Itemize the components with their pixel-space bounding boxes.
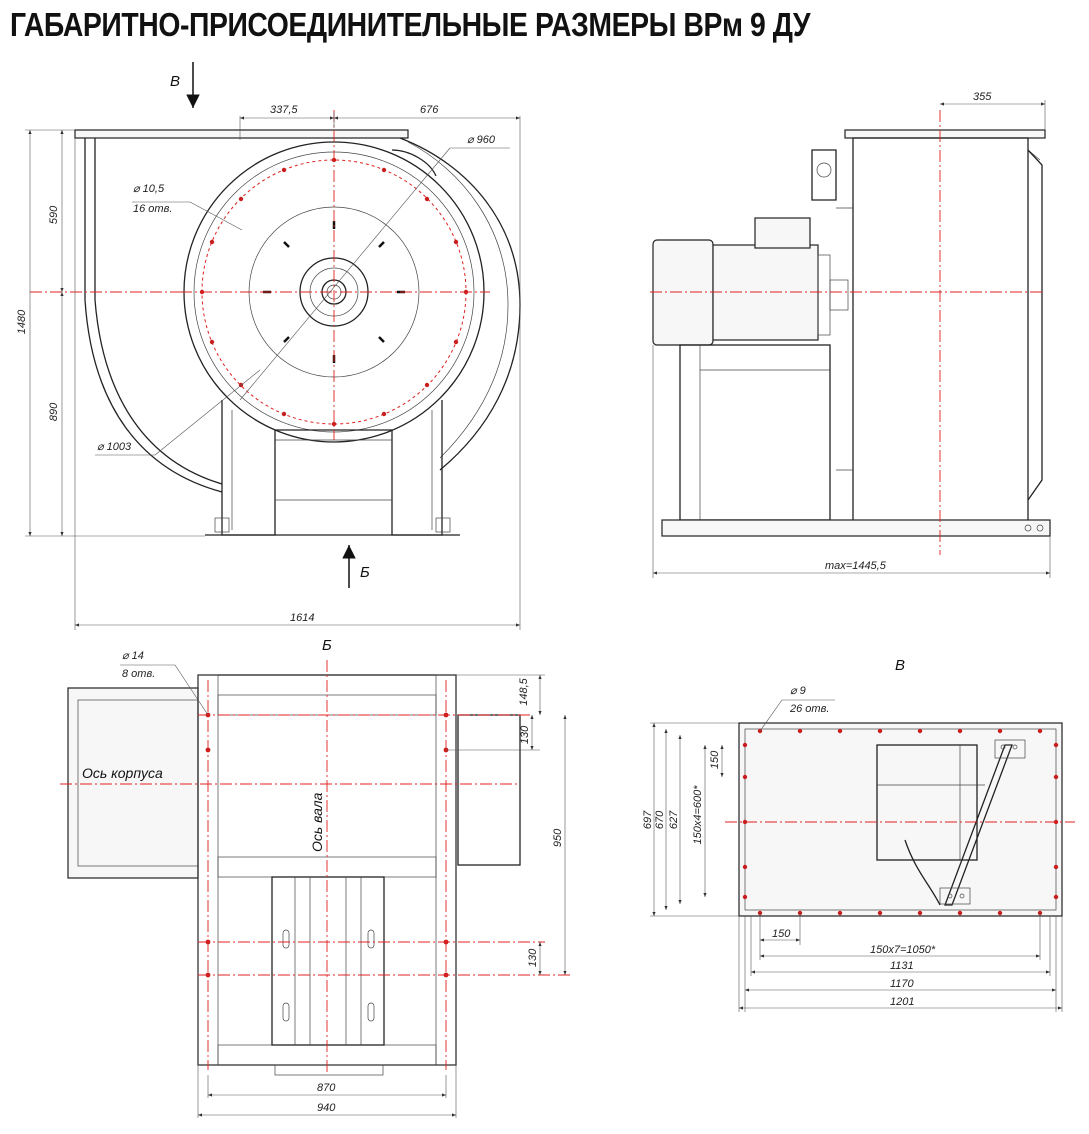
- volute-tongue: [391, 149, 437, 177]
- motor-terminal-box: [754, 217, 811, 249]
- flange-holes-dia: ⌀ 9: [790, 685, 806, 697]
- dim-590: 590: [48, 205, 60, 224]
- outlet-flange-plate: [74, 129, 409, 139]
- dim-130-top: 130: [519, 725, 531, 744]
- dim-holes-dia: ⌀ 10,5: [133, 183, 165, 195]
- dim-130-bottom: 130: [527, 948, 539, 967]
- dim-676: 676: [420, 104, 439, 116]
- motor-support-frame: [679, 344, 831, 521]
- dim-max-1445-5: max=1445,5: [825, 560, 887, 572]
- motor-fan-cover: [652, 239, 714, 346]
- motor-rails: [271, 876, 385, 1046]
- dim-870: 870: [317, 1082, 336, 1094]
- bottom-view: Б Ось корпуса: [60, 637, 570, 1118]
- bottom-outlet-flange: [67, 687, 199, 879]
- dim-dia-960: ⌀ 960: [467, 134, 496, 146]
- dim-150-vertical: 150: [709, 750, 721, 769]
- dim-355: 355: [973, 91, 992, 103]
- page-title: ГАБАРИТНО-ПРИСОЕДИНИТЕЛЬНЫЕ РАЗМЕРЫ ВРм …: [10, 6, 811, 43]
- dim-148-5: 148,5: [518, 677, 530, 705]
- flange-impeller-view: [876, 744, 978, 861]
- volute-left-inner: [94, 138, 223, 485]
- side-base-plate: [661, 519, 1051, 537]
- bottom-holes-dia: ⌀ 14: [122, 650, 144, 662]
- dim-150x4-600: 150х4=600*: [692, 785, 704, 845]
- side-view: 355 max=1445,5: [650, 91, 1051, 578]
- flange-view-label: В: [895, 657, 905, 674]
- dim-1170: 1170: [890, 978, 915, 990]
- dim-670: 670: [654, 810, 666, 829]
- dim-697: 697: [642, 810, 654, 829]
- dim-627: 627: [668, 810, 680, 829]
- view-b-arrow-label: В: [170, 73, 180, 90]
- side-casing: [852, 137, 1029, 524]
- flange-holes-count: 26 отв.: [789, 703, 829, 715]
- dim-1201: 1201: [890, 996, 914, 1008]
- dim-150-horizontal: 150: [772, 928, 791, 940]
- dim-1131: 1131: [890, 960, 914, 972]
- side-lifting-lug: [811, 149, 837, 201]
- volute-left-wall: [84, 138, 223, 493]
- flange-holes: [742, 728, 1059, 916]
- flange-holes: [199, 157, 469, 427]
- dim-337-5: 337,5: [270, 104, 298, 116]
- axis-shaft-label: Ось вала: [309, 792, 325, 852]
- front-view: В Б 337,5 676 ⌀ 960 ⌀ 10,5 16 отв. ⌀ 100…: [16, 62, 521, 630]
- flange-view: В ⌀ 9: [642, 657, 1075, 1012]
- dim-890: 890: [48, 402, 60, 421]
- motor-body: [712, 244, 819, 341]
- view-v-arrow-label: Б: [360, 564, 370, 581]
- dim-holes-count: 16 отв.: [133, 203, 172, 215]
- flange-diagonal-strut: [944, 744, 1013, 906]
- dim-940: 940: [317, 1102, 336, 1114]
- dim-1614: 1614: [290, 612, 314, 624]
- volute-right-inner: [407, 141, 509, 459]
- bottom-inlet-stub: [457, 714, 521, 866]
- bottom-view-label: Б: [322, 637, 332, 654]
- dim-1480: 1480: [16, 309, 28, 334]
- dim-950: 950: [552, 828, 564, 847]
- side-top-flange: [844, 129, 1046, 139]
- dim-150x7-1050: 150х7=1050*: [870, 944, 936, 956]
- dim-dia-1003: ⌀ 1003: [97, 441, 132, 453]
- axis-body-label: Ось корпуса: [82, 765, 163, 781]
- bottom-holes-count: 8 отв.: [122, 668, 155, 680]
- flange-outer: [738, 722, 1063, 917]
